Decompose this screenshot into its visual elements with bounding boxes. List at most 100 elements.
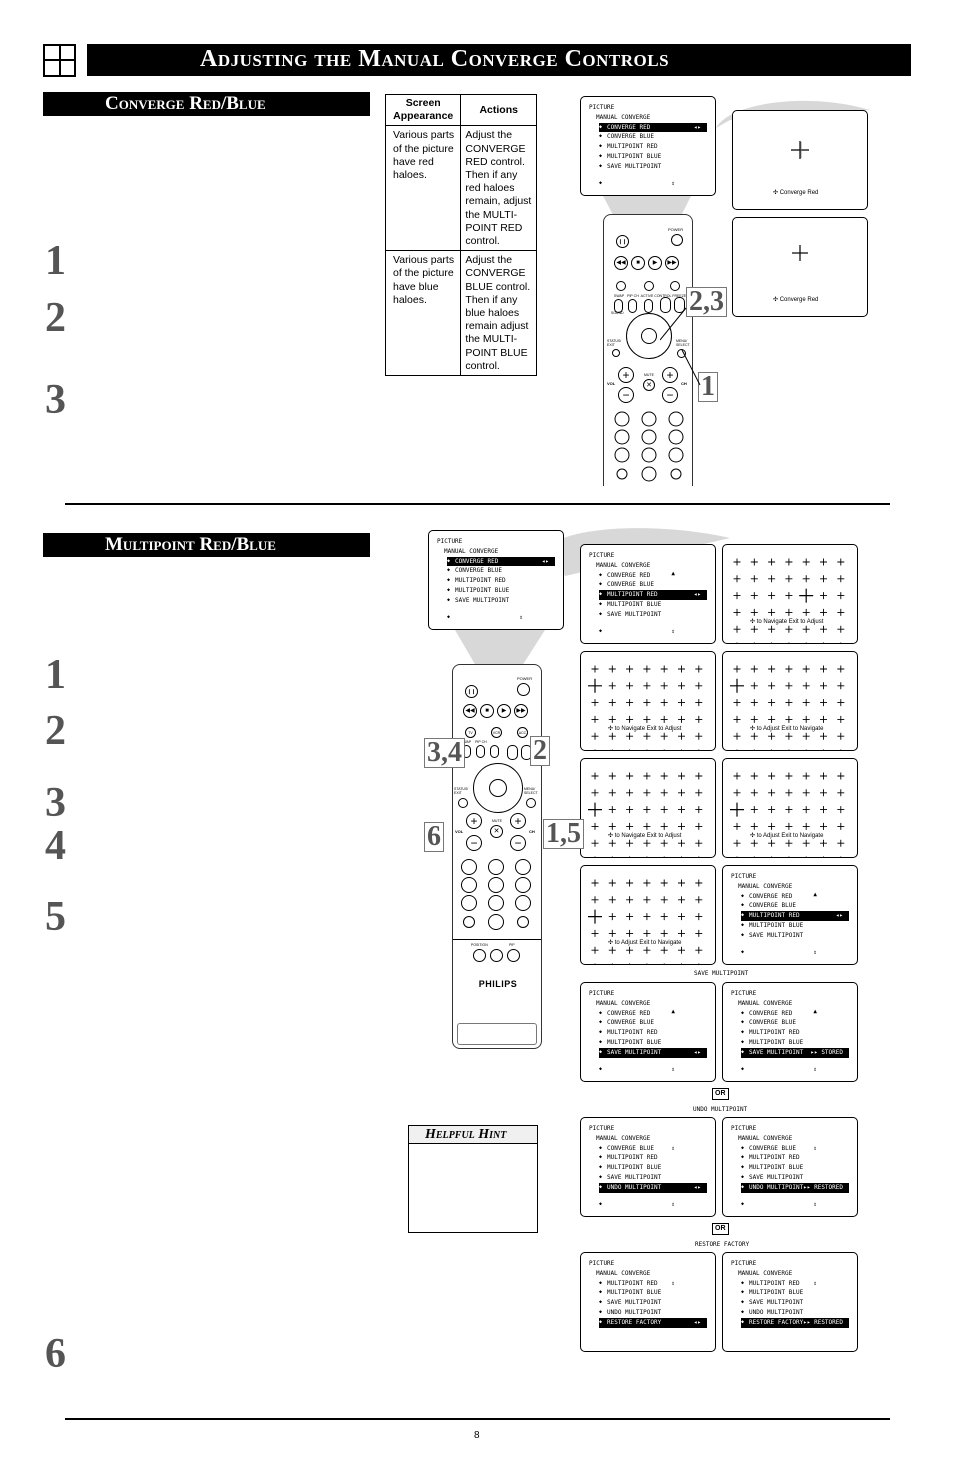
active-control-button[interactable] <box>660 297 671 313</box>
ch-up-button[interactable]: + <box>662 367 678 383</box>
menu-item[interactable]: CONVERGE RED <box>599 571 707 581</box>
menu-item[interactable]: MULTIPOINT RED◂▸ <box>741 911 849 921</box>
freeze-button[interactable] <box>674 297 685 313</box>
menu-item[interactable]: UNDO MULTIPOINT▸▸ RESTORED <box>741 1182 849 1193</box>
vol-up-button[interactable]: + <box>466 813 482 829</box>
menu-item[interactable]: MULTIPOINT RED <box>599 1153 707 1163</box>
power-button[interactable] <box>517 683 530 696</box>
menu-item[interactable]: CONVERGE BLUE <box>741 1144 849 1154</box>
menu-item[interactable]: CONVERGE BLUE <box>599 580 707 590</box>
menu-item[interactable]: RESTORE FACTORY◂▸ <box>599 1317 707 1328</box>
nav-ring[interactable] <box>473 763 523 813</box>
ch-down-button[interactable]: − <box>510 835 526 851</box>
mute-button[interactable]: ✕ <box>490 825 503 838</box>
sleep-button[interactable]: ❙❙ <box>616 235 629 248</box>
menu-item[interactable]: MULTIPOINT BLUE <box>599 1163 707 1173</box>
vcr-button[interactable] <box>644 281 654 291</box>
menu-item[interactable]: MULTIPOINT BLUE <box>741 921 849 931</box>
menu-item[interactable]: CONVERGE BLUE <box>599 1018 707 1028</box>
menu-item[interactable]: SAVE MULTIPOINT <box>741 931 849 941</box>
position-button[interactable] <box>473 949 486 962</box>
pip-ch-up-button[interactable] <box>644 299 653 313</box>
menu-item[interactable]: MULTIPOINT RED <box>447 576 555 586</box>
menu-item[interactable]: SAVE MULTIPOINT <box>599 1298 707 1308</box>
menu-item[interactable]: MULTIPOINT RED <box>741 1279 849 1289</box>
menu-item[interactable]: CONVERGE BLUE <box>741 1018 849 1028</box>
number-keypad[interactable] <box>459 859 537 935</box>
menu-item[interactable]: CONVERGE BLUE <box>447 566 555 576</box>
menu-item[interactable]: RESTORE FACTORY▸▸ RESTORED <box>741 1317 849 1328</box>
pip-ch-up-button[interactable] <box>490 745 499 758</box>
menu-item[interactable]: MULTIPOINT RED <box>741 1028 849 1038</box>
tv-button[interactable]: TV <box>465 727 476 738</box>
menu-item[interactable]: SAVE MULTIPOINT▸▸ STORED <box>741 1047 849 1058</box>
vcr-button[interactable]: VCR <box>491 727 502 738</box>
ch-up-button[interactable]: + <box>510 813 526 829</box>
menu-item[interactable]: MULTIPOINT RED <box>599 142 707 152</box>
menu-item[interactable]: SAVE MULTIPOINT <box>599 610 707 620</box>
menu-item[interactable]: MULTIPOINT BLUE <box>447 586 555 596</box>
ffwd-button[interactable]: ▶▶ <box>665 256 679 270</box>
stop-button[interactable]: ■ <box>631 256 645 270</box>
menu-item[interactable]: MULTIPOINT BLUE <box>741 1288 849 1298</box>
mute-button[interactable]: ✕ <box>643 379 655 391</box>
menu-select-button[interactable] <box>677 349 686 358</box>
pip-toggle-button[interactable] <box>490 949 503 962</box>
menu-item[interactable]: CONVERGE RED◂▸ <box>599 122 707 133</box>
menu-item[interactable]: MULTIPOINT RED◂▸ <box>599 590 707 600</box>
menu-item[interactable]: MULTIPOINT RED <box>741 1153 849 1163</box>
menu-item[interactable]: SAVE MULTIPOINT <box>599 1173 707 1183</box>
play-button[interactable]: ▶ <box>648 256 662 270</box>
menu-item[interactable]: SAVE MULTIPOINT <box>599 162 707 172</box>
menu-item[interactable]: MULTIPOINT BLUE <box>599 1288 707 1298</box>
vol-down-button[interactable]: − <box>466 835 482 851</box>
menu-item[interactable]: MULTIPOINT BLUE <box>599 152 707 162</box>
menu-item[interactable]: MULTIPOINT BLUE <box>599 600 707 610</box>
vol-down-button[interactable]: − <box>618 387 634 403</box>
menu-item[interactable]: CONVERGE BLUE <box>599 132 707 142</box>
menu-item[interactable]: CONVERGE RED <box>599 1009 707 1019</box>
menu-item[interactable]: UNDO MULTIPOINT <box>741 1308 849 1318</box>
acc-button[interactable]: ACC <box>517 727 528 738</box>
pip-ch-down-button[interactable] <box>628 299 637 313</box>
stop-button[interactable]: ■ <box>480 704 494 718</box>
menu-item[interactable]: CONVERGE BLUE <box>599 1144 707 1154</box>
power-button[interactable] <box>671 234 683 246</box>
number-keypad[interactable] <box>612 411 688 486</box>
acc-button[interactable] <box>670 281 680 291</box>
menu-item[interactable]: MULTIPOINT RED <box>599 1028 707 1038</box>
pip-size-button[interactable] <box>507 949 520 962</box>
status-exit-button[interactable] <box>458 798 468 808</box>
menu-item[interactable]: SAVE MULTIPOINT <box>447 596 555 606</box>
menu-item[interactable]: SAVE MULTIPOINT <box>741 1173 849 1183</box>
menu-select-button[interactable] <box>526 798 536 808</box>
rewind-button[interactable]: ◀◀ <box>463 704 477 718</box>
ffwd-button[interactable]: ▶▶ <box>514 704 528 718</box>
menu-item[interactable]: MULTIPOINT RED <box>599 1279 707 1289</box>
ok-button[interactable] <box>641 328 657 344</box>
play-button[interactable]: ▶ <box>497 704 511 718</box>
vol-up-button[interactable]: + <box>618 367 634 383</box>
menu-item[interactable]: SAVE MULTIPOINT◂▸ <box>599 1047 707 1058</box>
menu-item[interactable]: MULTIPOINT BLUE <box>741 1038 849 1048</box>
menu-item[interactable]: UNDO MULTIPOINT <box>599 1308 707 1318</box>
status-exit-button[interactable] <box>612 349 620 357</box>
tv-button[interactable] <box>616 281 626 291</box>
menu-item[interactable]: MULTIPOINT BLUE <box>599 1038 707 1048</box>
menu-item[interactable]: CONVERGE RED◂▸ <box>447 556 555 567</box>
menu-item[interactable]: CONVERGE BLUE <box>741 901 849 911</box>
swap-button[interactable] <box>614 299 623 313</box>
ok-button[interactable] <box>489 779 507 797</box>
rewind-button[interactable]: ◀◀ <box>614 256 628 270</box>
sleep-button[interactable]: ❙❙ <box>465 685 478 698</box>
nav-ring[interactable] <box>626 313 672 359</box>
ch-down-button[interactable]: − <box>662 387 678 403</box>
pip-ch-down-button[interactable] <box>476 745 485 758</box>
menu-item[interactable]: SAVE MULTIPOINT <box>741 1298 849 1308</box>
menu-screen: PICTURE MANUAL CONVERGE CONVERGE RED CON… <box>722 865 858 965</box>
menu-item[interactable]: CONVERGE RED <box>741 1009 849 1019</box>
active-control-button[interactable] <box>507 745 518 760</box>
menu-item[interactable]: UNDO MULTIPOINT◂▸ <box>599 1182 707 1193</box>
menu-item[interactable]: CONVERGE RED <box>741 892 849 902</box>
menu-item[interactable]: MULTIPOINT BLUE <box>741 1163 849 1173</box>
